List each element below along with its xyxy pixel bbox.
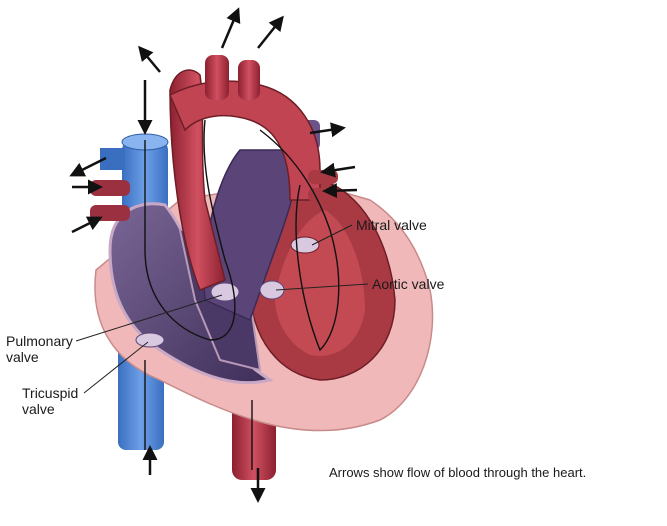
tricuspid-valve-label-line2: valve: [22, 401, 55, 417]
pulmonary-valve-label-line2: valve: [6, 349, 39, 365]
mitral-valve-label: Mitral valve: [356, 217, 427, 233]
diagram-caption: Arrows show flow of blood through the he…: [329, 465, 586, 480]
aortic-valve-label: Aortic valve: [372, 276, 444, 292]
tricuspid-valve-label-line1: Tricuspid: [22, 385, 78, 401]
pulmonary-valve-label-line1: Pulmonary: [6, 333, 73, 349]
